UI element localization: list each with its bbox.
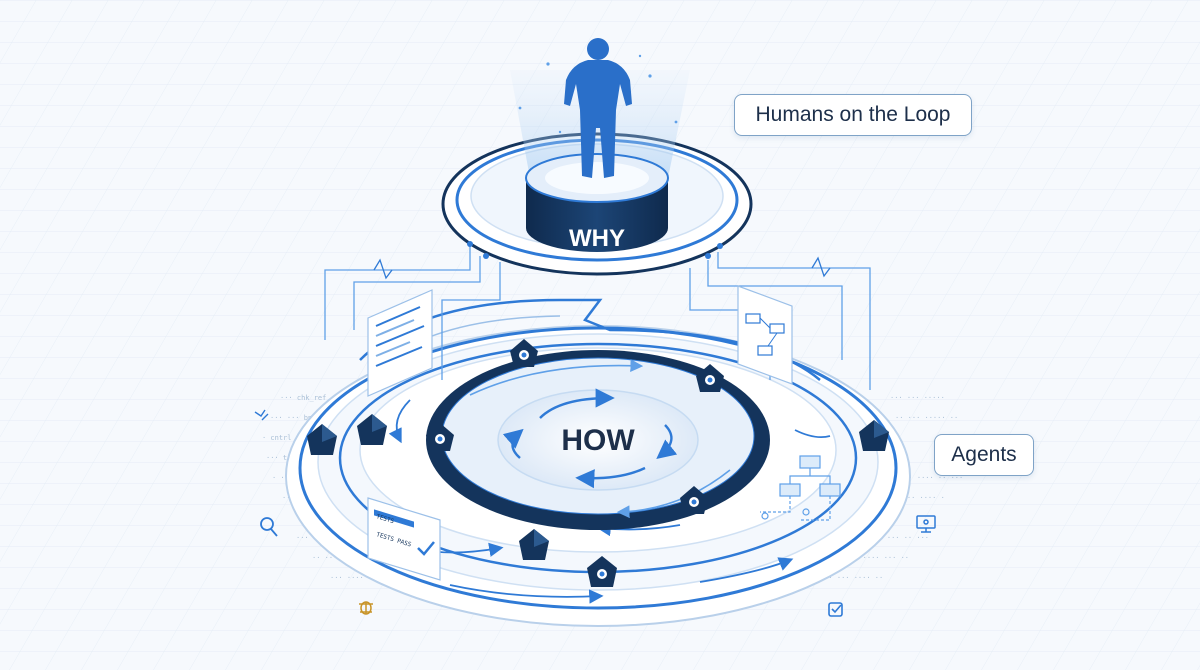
test-panel: TESTS TESTS PASS xyxy=(367,497,441,581)
rotate-arrows-icon xyxy=(502,388,678,489)
svg-text:·· ···· ··· ··: ·· ···· ··· ·· xyxy=(850,554,909,562)
bug-icon xyxy=(359,601,373,615)
checkbox-icon xyxy=(828,602,843,617)
svg-text:··· ··· ···· ··: ··· ··· ···· ·· xyxy=(820,574,883,582)
why-label: WHY xyxy=(569,225,625,252)
svg-text:·· ··· ···· ·: ·· ··· ···· · xyxy=(890,494,945,502)
how-ring xyxy=(426,350,770,530)
agent-node-icon xyxy=(426,423,454,451)
humans-on-the-loop-label: Humans on the Loop xyxy=(734,94,972,136)
svg-text:··· ···· ·· ···: ··· ···· ·· ··· xyxy=(900,474,963,482)
svg-text:··· ···· ··· ···: ··· ···· ··· ··· xyxy=(330,574,397,582)
search-icon xyxy=(260,517,278,537)
agents-label: Agents xyxy=(934,434,1034,476)
agent-node-icon xyxy=(680,486,708,514)
svg-text:··· ··· ·····: ··· ··· ····· xyxy=(890,394,945,402)
agent-node-icon xyxy=(357,414,387,445)
svg-text:·· ··· ····· ··: ·· ··· ····· ·· xyxy=(895,414,958,422)
sparkle-dots xyxy=(518,54,678,134)
svg-text:··· chk_ref ·· · ·: ··· chk_ref ·· · · xyxy=(280,394,356,402)
agent-node-icon xyxy=(696,364,724,392)
agent-node-icon xyxy=(859,420,889,451)
why-pedestal xyxy=(525,153,669,252)
svg-text:··· ··· ·· ···: ··· ··· ·· ··· xyxy=(870,534,929,542)
agent-node-icon xyxy=(587,556,617,587)
code-panel-icon xyxy=(367,289,433,397)
flowchart-panel-icon xyxy=(737,285,793,385)
agent-node-icon xyxy=(510,339,538,367)
tool-icon xyxy=(254,409,269,421)
connector-lines xyxy=(324,246,871,390)
agent-node-icon xyxy=(307,424,337,455)
faint-code-right: ··· ··· ····· ·· ··· ····· ·· ··· ···· ·… xyxy=(820,394,963,582)
flowchart-diagram-right xyxy=(760,455,841,521)
how-label: HOW xyxy=(561,424,635,457)
person-silhouette-icon xyxy=(564,38,632,178)
monitor-icon xyxy=(916,515,936,533)
agent-node-icon xyxy=(519,529,549,560)
